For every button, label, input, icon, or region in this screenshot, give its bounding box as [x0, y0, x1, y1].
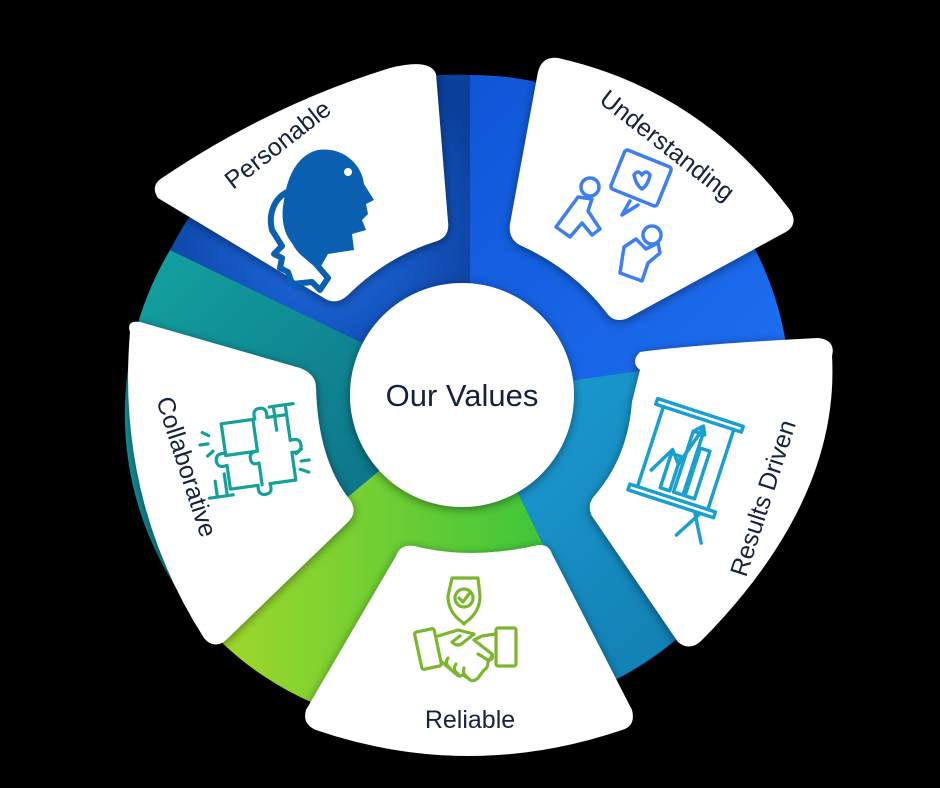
puzzle-hands-icon — [198, 402, 311, 500]
two-heads-icon — [267, 149, 374, 293]
card-results-driven[interactable] — [589, 338, 833, 647]
center-title: Our Values — [386, 378, 539, 413]
presentation-chart-icon — [626, 396, 745, 545]
card-understanding[interactable] — [509, 57, 794, 321]
label-reliable: Reliable — [425, 706, 515, 734]
handshake-shield-icon — [413, 576, 518, 683]
center-circle — [350, 283, 574, 507]
card-reliable[interactable] — [305, 545, 633, 756]
card-collaborative[interactable] — [128, 321, 354, 645]
conversation-heart-icon — [554, 148, 673, 283]
